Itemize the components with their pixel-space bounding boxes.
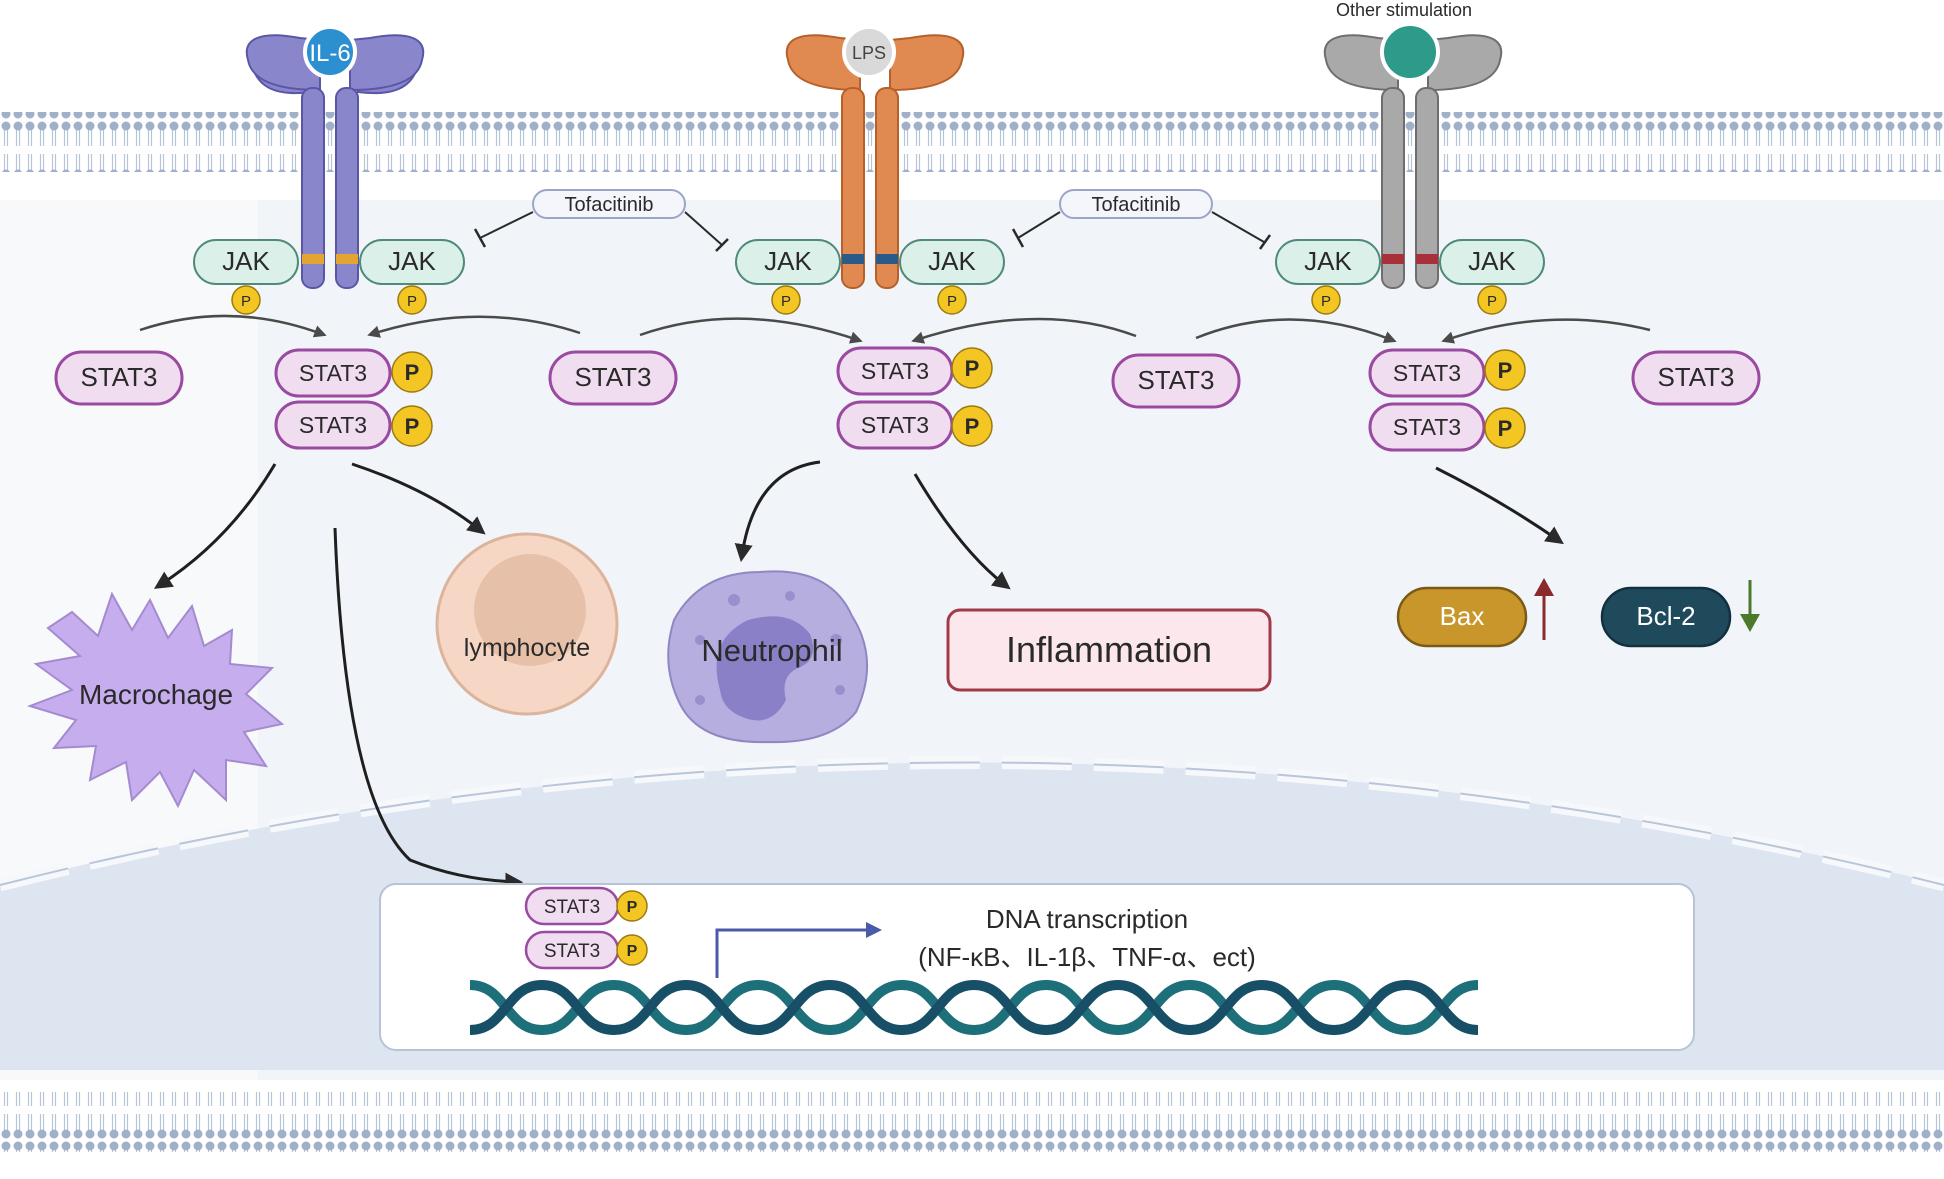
phospho-label: P [407, 293, 417, 310]
macrophage: Macrochage [26, 591, 285, 809]
phospho-label: P [405, 360, 420, 385]
dna-double-helix-strand-2 [469, 979, 1479, 1036]
tofacitinib-box [1059, 189, 1213, 219]
jak-other-right [1439, 239, 1545, 285]
dna-transcription-title: DNA transcription [986, 904, 1188, 934]
phospho-badge [937, 285, 967, 315]
stat3-label: STAT3 [299, 360, 367, 386]
ligand-other [1380, 22, 1440, 82]
stat3-label: STAT3 [1657, 362, 1734, 392]
jak-group-2: JAK JAK P P [735, 239, 1005, 315]
stat3-label: STAT3 [1393, 414, 1461, 440]
nuclear-envelope-outline [0, 761, 1944, 886]
phospho-label: P [1487, 293, 1497, 310]
phospho-label: P [965, 356, 980, 381]
phospho-badge [771, 285, 801, 315]
phospho-label: P [947, 293, 957, 310]
jak-il6-right [359, 239, 465, 285]
phospho-label: P [965, 414, 980, 439]
jak-label: JAK [764, 246, 812, 276]
jak-group-3: JAK JAK P P [1275, 239, 1545, 315]
down-arrow-icon [1740, 614, 1760, 632]
inflammation-box: Inflammation [946, 608, 1272, 692]
ligand-il6 [303, 25, 357, 79]
tofacitinib-label: Tofacitinib [1092, 194, 1181, 216]
jak-label: JAK [1468, 246, 1516, 276]
jak-label: JAK [1304, 246, 1352, 276]
stat3-dimer-3: STAT3 P STAT3 P [1368, 348, 1526, 452]
up-arrow-icon [1534, 578, 1554, 596]
phospho-badge [1311, 285, 1341, 315]
lymphocyte-label: lymphocyte [464, 634, 590, 662]
stat3-label: STAT3 [299, 412, 367, 438]
receptor-other: Other stimulation [1323, 0, 1503, 289]
tofacitinib-2: Tofacitinib [1011, 189, 1272, 250]
recruitment-arrows [139, 314, 1651, 344]
cell-membrane-top [0, 112, 1944, 172]
receptor-lps: LPS [785, 25, 965, 289]
phospho-badge [231, 285, 261, 315]
bax-item: Bax [1396, 578, 1554, 648]
bax-label: Bax [1440, 601, 1485, 631]
jak-label: JAK [928, 246, 976, 276]
phospho-label: P [1321, 293, 1331, 310]
transcription-start-arrow [715, 928, 870, 978]
tofacitinib-label: Tofacitinib [565, 194, 654, 216]
bcl2-item: Bcl-2 [1600, 580, 1760, 648]
phospho-label: P [405, 414, 420, 439]
dna-double-helix [469, 979, 1479, 1036]
phospho-label: P [627, 943, 638, 960]
phospho-label: P [1498, 358, 1513, 383]
stat3-free [1631, 350, 1761, 406]
phospho-label: P [781, 293, 791, 310]
jak-label: JAK [388, 246, 436, 276]
stat3-label: STAT3 [861, 412, 929, 438]
jak-other-left [1275, 239, 1381, 285]
jak-lps-left [735, 239, 841, 285]
stat3-free [548, 350, 678, 406]
macrophage-label: Macrochage [79, 679, 233, 710]
lymphocyte: lymphocyte [435, 532, 619, 716]
ligand-label-il6: IL-6 [309, 40, 350, 67]
stat3-dimer-1: STAT3 P STAT3 P [274, 348, 433, 450]
stat3-label: STAT3 [861, 358, 929, 384]
stat3-label: STAT3 [1137, 365, 1214, 395]
inflammation-label: Inflammation [1006, 629, 1212, 670]
ligand-lps [842, 25, 896, 79]
receptor-il6: IL-6 [245, 25, 425, 289]
downstream-arrows [153, 460, 1564, 891]
dna-transcription-genes: (NF-κB、IL-1β、TNF-α、ect) [918, 942, 1256, 972]
stimulus-label-other: Other stimulation [1336, 0, 1472, 20]
cell-membrane-bottom [0, 1092, 1944, 1152]
ligand-label-lps: LPS [852, 43, 886, 63]
jak-il6-left [193, 239, 299, 285]
stat3-label: STAT3 [544, 897, 600, 918]
dna-transcription-box: STAT3 P STAT3 P DNA transcription (NF-κB… [379, 883, 1695, 1051]
neutrophil: Neutrophil [667, 570, 869, 744]
phospho-label: P [241, 293, 251, 310]
phospho-label: P [1498, 416, 1513, 441]
jak-group-1: JAK JAK P P [193, 239, 465, 315]
jak-lps-right [899, 239, 1005, 285]
stat3-free-group: STAT3 STAT3 STAT3 STAT3 [54, 350, 1761, 409]
stat3-label: STAT3 [544, 941, 600, 962]
phospho-badge [397, 285, 427, 315]
phospho-label: P [627, 899, 638, 916]
stat3-dimer-2: STAT3 P STAT3 P [836, 346, 993, 450]
neutrophil-label: Neutrophil [701, 633, 842, 668]
stat3-free [54, 350, 184, 406]
stat3-label: STAT3 [574, 362, 651, 392]
bcl2-label: Bcl-2 [1636, 601, 1695, 631]
stat3-label: STAT3 [80, 362, 157, 392]
tofacitinib-1: Tofacitinib [473, 189, 729, 252]
jak-label: JAK [222, 246, 270, 276]
phospho-badge [1477, 285, 1507, 315]
stat3-free [1111, 353, 1241, 409]
stat3-label: STAT3 [1393, 360, 1461, 386]
